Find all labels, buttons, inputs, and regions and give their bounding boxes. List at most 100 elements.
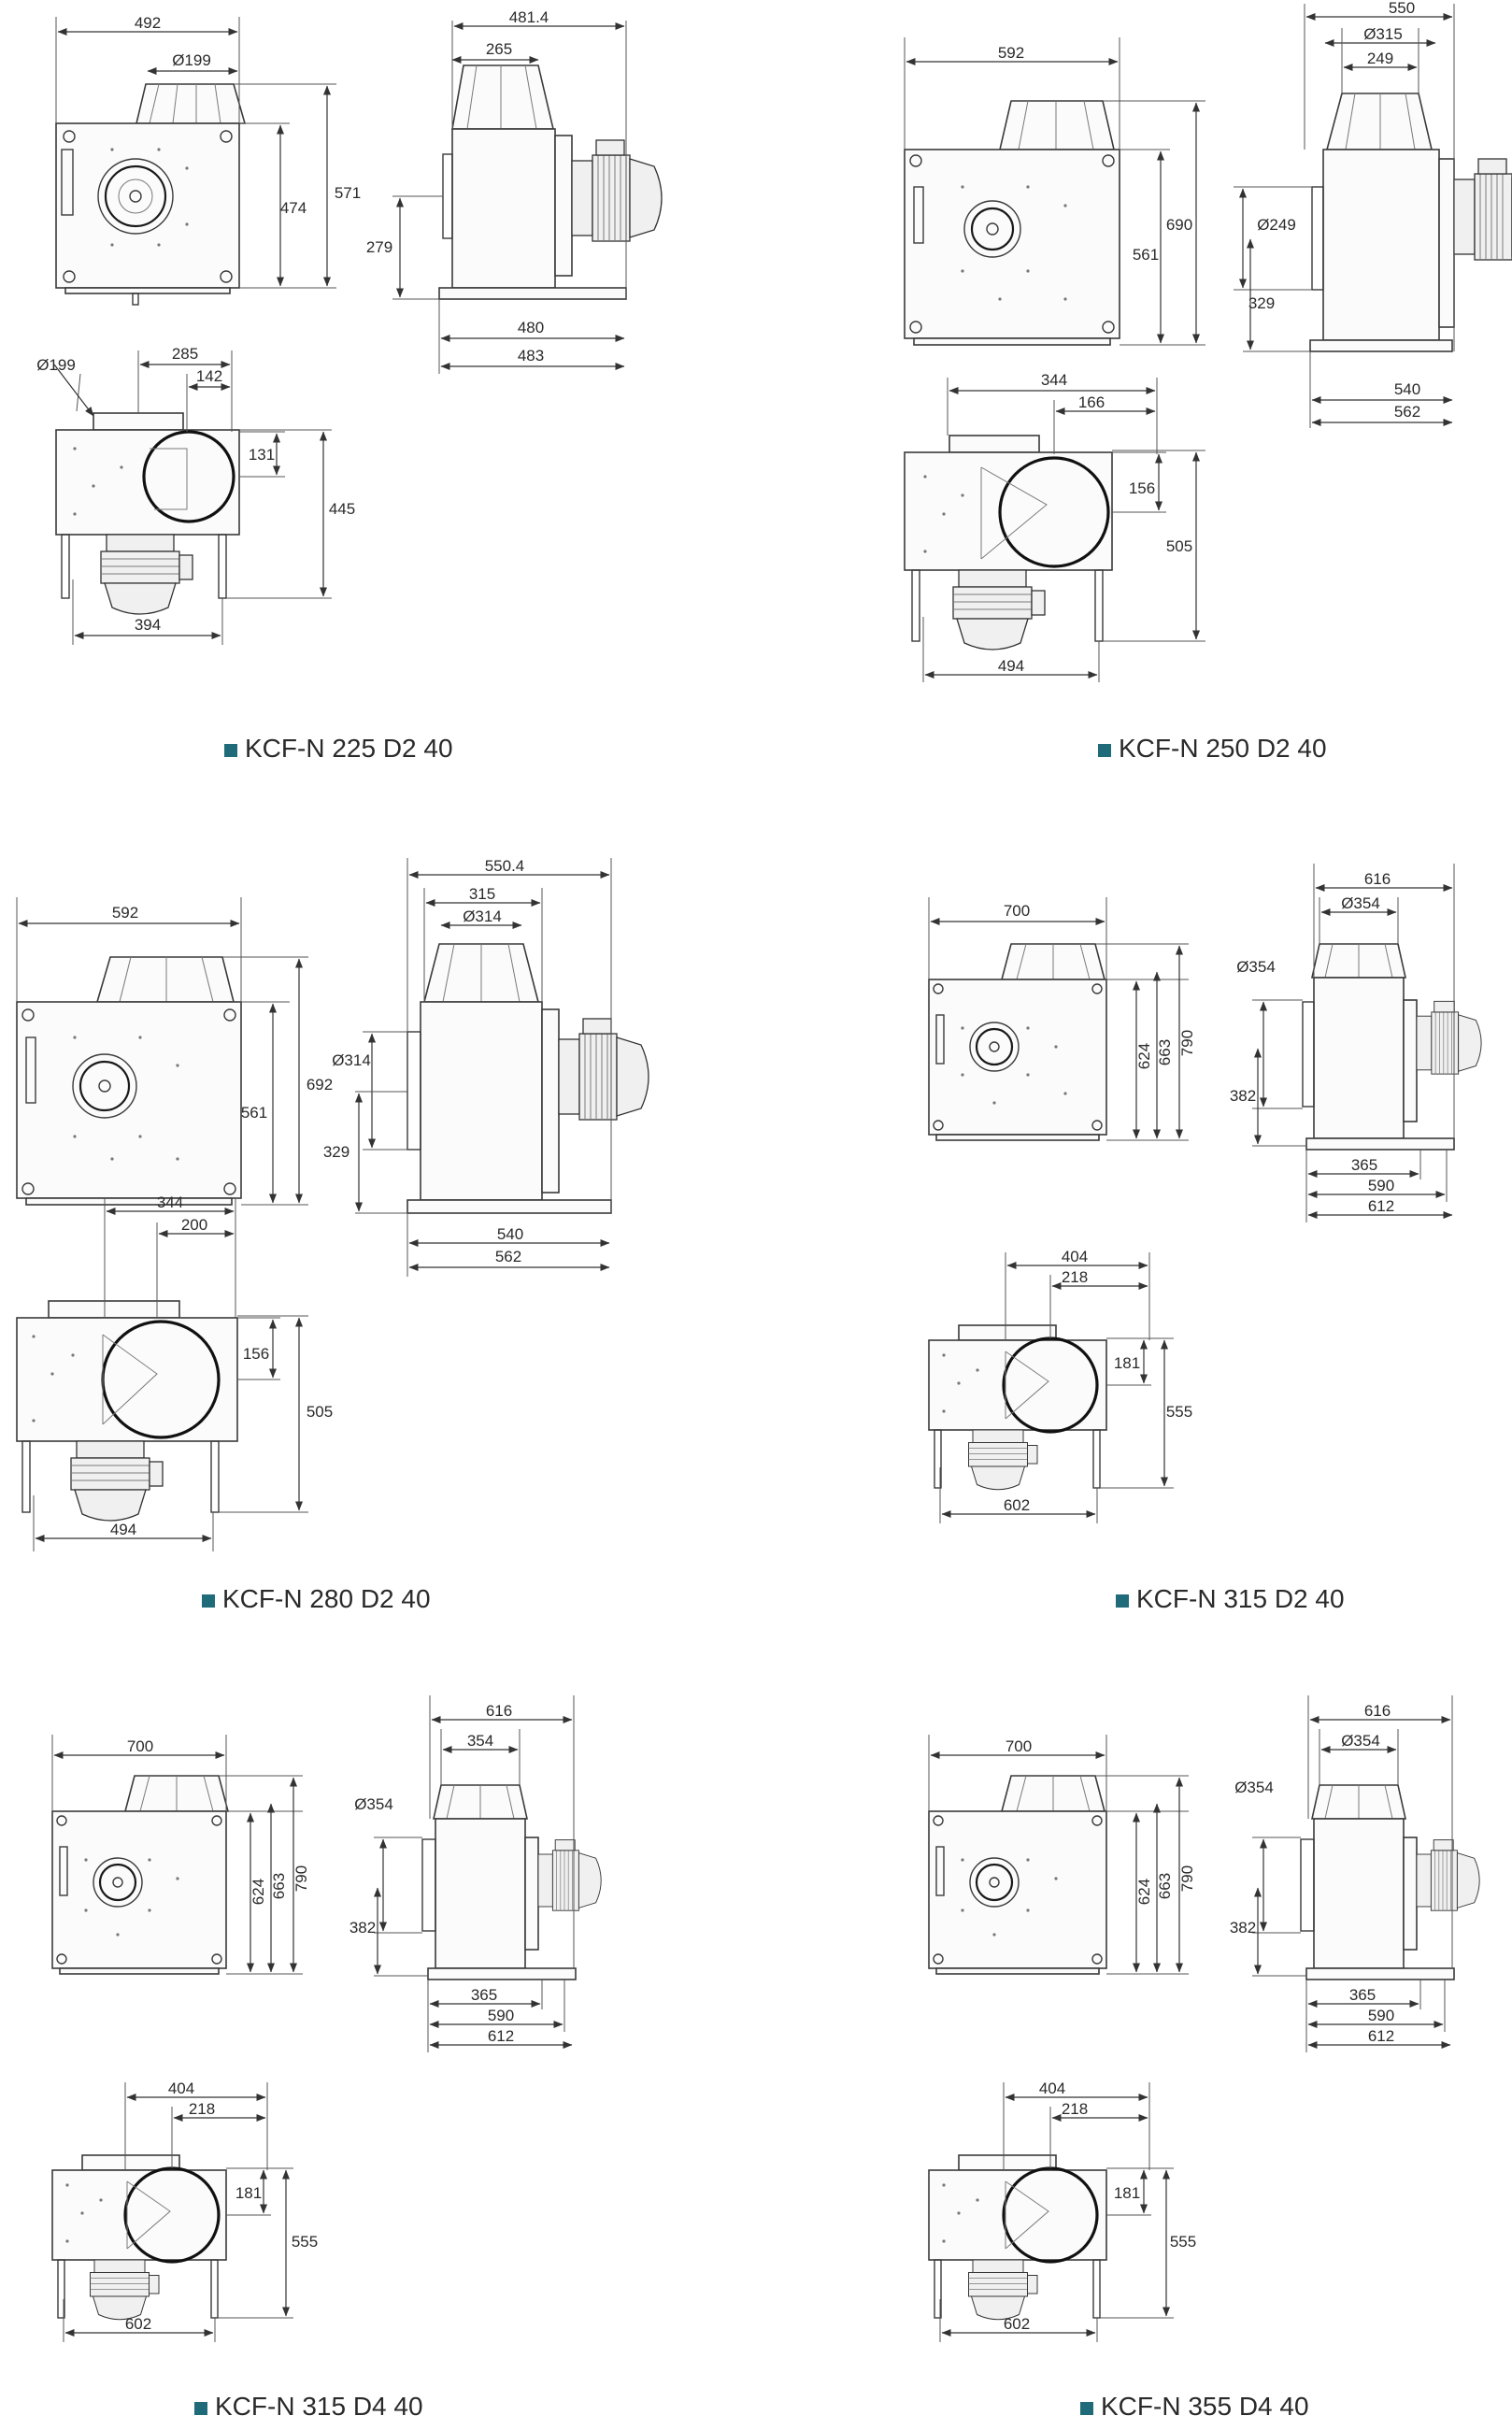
dim-side-base-a: 365 xyxy=(471,1986,497,2004)
dim-front-total-h: 692 xyxy=(307,1076,333,1094)
dim-side-inlet-h: 279 xyxy=(366,238,392,256)
top-view: 404 218 181 555 602 xyxy=(51,2080,318,2342)
dim-side-overall: 550 xyxy=(1389,0,1415,17)
dim-side-overall: 481.4 xyxy=(509,8,549,26)
dim-front-h1: 624 xyxy=(1135,1879,1153,1905)
model-caption: KCF-N 280 D2 40 xyxy=(222,1584,431,1613)
dim-side-inlet: Ø314 xyxy=(332,1051,371,1069)
dim-side-outlet-b: 249 xyxy=(1367,50,1393,67)
dim-front-total-h: 690 xyxy=(1166,216,1192,234)
caption-bullet-icon xyxy=(1080,2402,1093,2415)
top-view: 344 200 156 505 494 xyxy=(16,1194,333,1551)
dim-side-base-c: 612 xyxy=(488,2027,514,2045)
dim-top-width: 602 xyxy=(125,2315,151,2333)
dim-side-base-a: 480 xyxy=(518,319,544,336)
dim-top-offset-a: 285 xyxy=(172,345,198,363)
dim-top-inlet-off: 181 xyxy=(235,2184,262,2202)
caption-bullet-icon xyxy=(1116,1594,1129,1608)
side-view: 550.4 315 Ø314 Ø314 329 540 562 xyxy=(323,857,649,1277)
dim-top-offset-b: 218 xyxy=(1062,2100,1088,2118)
side-view: 481.4 265 279 480 483 xyxy=(366,8,663,374)
dim-top-width: 602 xyxy=(1004,2315,1030,2333)
dim-top-offset-b: 166 xyxy=(1078,393,1105,411)
dim-front-width: 700 xyxy=(127,1737,153,1755)
dim-top-depth: 555 xyxy=(292,2233,318,2251)
dim-front-body-h: 474 xyxy=(280,199,307,217)
front-view: 700 624 663 790 xyxy=(928,1735,1196,1975)
dim-top-width: 494 xyxy=(998,657,1024,675)
dim-top-inlet-off: 181 xyxy=(1114,2184,1140,2202)
dim-side-overall: 616 xyxy=(1364,1702,1391,1720)
dim-top-width-depth: 555 xyxy=(1166,1403,1192,1421)
dim-top-offset-a: 344 xyxy=(157,1194,183,1211)
model-caption: KCF-N 225 D2 40 xyxy=(245,734,453,763)
dim-front-h2: 663 xyxy=(1156,1873,1174,1899)
top-view: 404 218 181 555 602 xyxy=(928,1248,1192,1523)
dim-top-offset-a: 404 xyxy=(1039,2080,1065,2097)
side-view: 616 Ø354 Ø354 382 365 590 612 xyxy=(1230,1695,1480,2052)
model-caption: KCF-N 250 D2 40 xyxy=(1119,734,1327,763)
model-kcf-n-355-d4-40: 700 624 663 790 616 Ø354 Ø354 xyxy=(928,1695,1480,2421)
dim-side-base-b: 590 xyxy=(1368,2007,1394,2024)
front-view: 700 624 663 790 xyxy=(51,1735,310,1975)
model-kcf-n-315-d4-40: 700 624 663 790 616 354 Ø354 xyxy=(51,1695,602,2421)
dim-side-inlet: Ø354 xyxy=(1236,958,1276,976)
top-view: 344 166 156 505 494 xyxy=(904,371,1205,682)
dim-top-offset-a: 344 xyxy=(1041,371,1067,389)
side-view: 550 Ø315 249 Ø249 329 540 562 xyxy=(1234,0,1512,428)
dim-side-outlet-b: Ø314 xyxy=(463,908,502,925)
dim-top-offset-b: 142 xyxy=(196,367,222,385)
dim-top-depth: 505 xyxy=(1166,537,1192,555)
model-kcf-n-250-d2-40: 592 561 690 550 Ø315 249 Ø249 xyxy=(904,0,1512,763)
dim-front-h3: 790 xyxy=(292,1865,310,1892)
dim-side-base-c: 612 xyxy=(1368,2027,1394,2045)
dim-front-h2: 663 xyxy=(270,1873,288,1899)
dim-top-offset-b: 218 xyxy=(189,2100,215,2118)
model-kcf-n-315-d2-40: 700 624 663 790 616 Ø354 Ø354 xyxy=(928,864,1482,1613)
dim-side-inlet-h: 382 xyxy=(1230,1087,1256,1105)
dim-side-base-b: 483 xyxy=(518,347,544,364)
front-view: 700 624 663 790 xyxy=(928,897,1196,1141)
dim-side-overall: 616 xyxy=(486,1702,512,1720)
dim-side-outlet: Ø354 xyxy=(1341,894,1380,912)
dim-side-outlet: 354 xyxy=(467,1732,493,1750)
dim-top-inlet-off: 131 xyxy=(249,446,275,464)
dim-side-base-a: 540 xyxy=(497,1225,523,1243)
model-caption: KCF-N 315 D2 40 xyxy=(1136,1584,1345,1613)
model-caption: KCF-N 355 D4 40 xyxy=(1101,2392,1309,2421)
dim-side-inlet-h: 329 xyxy=(323,1143,349,1161)
dim-front-h1: 624 xyxy=(1135,1043,1153,1069)
dim-front-width: 592 xyxy=(998,44,1024,62)
dim-top-offset-a: 404 xyxy=(168,2080,194,2097)
model-kcf-n-280-d2-40: 592 561 692 550.4 315 Ø314 Ø314 xyxy=(16,857,649,1613)
dim-top-depth: 505 xyxy=(307,1403,333,1421)
dim-top-duct: Ø199 xyxy=(36,356,76,374)
dim-side-base-a: 365 xyxy=(1351,1156,1377,1174)
top-view: 404 218 181 555 602 xyxy=(928,2080,1196,2342)
dim-front-body-h: 561 xyxy=(1133,246,1159,264)
dim-side-outlet: Ø354 xyxy=(1341,1732,1380,1750)
dim-side-inlet-h: 329 xyxy=(1248,294,1275,312)
dim-top-inlet-off: 156 xyxy=(1129,479,1155,497)
dim-side-inlet-h: 382 xyxy=(1230,1919,1256,1937)
dim-front-width: 700 xyxy=(1004,902,1030,920)
dim-side-outlet: Ø315 xyxy=(1363,25,1403,43)
dim-front-h3: 790 xyxy=(1178,1030,1196,1056)
dim-side-inlet-h: 382 xyxy=(349,1919,376,1937)
dim-side-base-b: 562 xyxy=(495,1248,521,1265)
dim-side-base-b: 590 xyxy=(488,2007,514,2024)
dim-side-base-a: 365 xyxy=(1349,1986,1376,2004)
caption-bullet-icon xyxy=(194,2402,207,2415)
dim-side-inlet: Ø354 xyxy=(1234,1779,1274,1796)
dim-front-duct: Ø199 xyxy=(172,51,211,69)
front-view: 492 Ø199 474 571 xyxy=(55,14,361,306)
dim-top-offset-b: 200 xyxy=(181,1216,207,1234)
dim-top-depth: 445 xyxy=(329,500,355,518)
dim-top-offset-b: 218 xyxy=(1062,1268,1088,1286)
front-view: 592 561 690 xyxy=(904,37,1205,346)
dim-top-inlet-off: 156 xyxy=(243,1345,269,1363)
dim-side-base-c: 612 xyxy=(1368,1197,1394,1215)
dim-front-body-h: 561 xyxy=(241,1104,267,1122)
dim-side-inlet: Ø249 xyxy=(1257,216,1296,234)
